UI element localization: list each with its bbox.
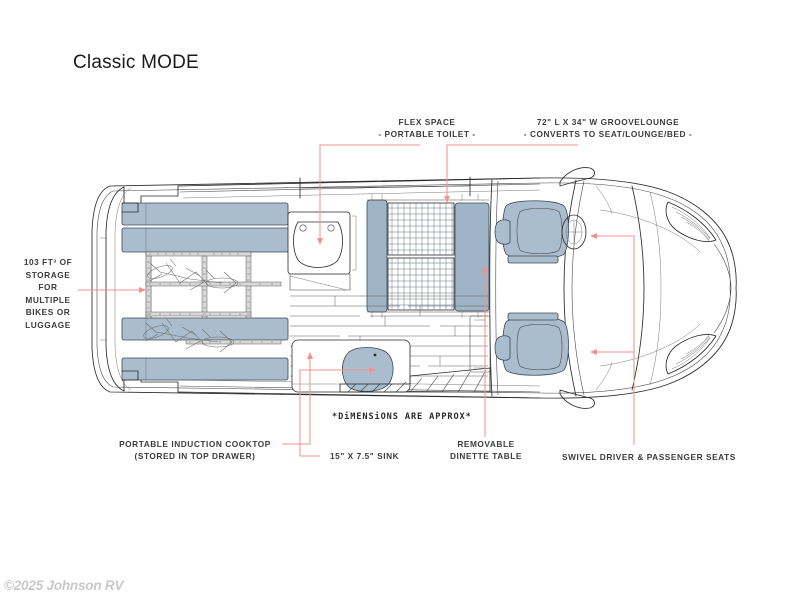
bench-mesh-texture [388,203,454,310]
callout-dinette-line1: REMOVABLE [457,439,515,449]
callout-swivel-seats: SWIVEL DRIVER & PASSENGER SEATS [562,452,736,464]
groovelounge-bench [366,194,490,318]
callout-dinette-line2: DINETTE TABLE [450,450,522,461]
callout-sink-line1: 15" X 7.5" SINK [330,451,400,461]
callout-sink: 15" X 7.5" SINK [330,451,399,463]
callout-flex-space: FLEX SPACE - PORTABLE TOILET - [367,117,487,140]
sink-basin [341,347,394,392]
callout-flex-space-line1: FLEX SPACE [398,117,456,127]
page-title: Classic MODE [73,52,199,73]
callout-groovelounge-line2: - CONVERTS TO SEAT/LOUNGE/BED - [523,128,693,139]
bike-rack-rails [145,251,282,345]
callout-storage: 103 FT³ OF STORAGE FOR MULTIPLE BIKES OR… [16,256,80,332]
bike-upper [147,258,239,294]
leader-lines [78,144,635,457]
callout-storage-line2: STORAGE [25,269,71,280]
copyright-footer: ©2025 Johnson RV [4,578,124,593]
callout-cooktop-line1: PORTABLE INDUCTION COOKTOP [119,439,271,449]
callout-groovelounge: 72" L X 34" W GROOVELOUNGE - CONVERTS TO… [508,117,708,140]
swivel-seat-lower [494,312,569,376]
bike-lower [143,317,235,353]
callout-storage-line1: 103 FT³ OF [23,257,73,267]
removable-dinette-table [469,315,491,373]
callout-storage-line5: BIKES OR [25,307,71,318]
dimensions-approx-note: *DiMENSiONS ARE APPROX* [332,412,472,422]
rear-storage-zone [121,202,291,381]
callout-storage-line4: MULTIPLE [25,294,71,305]
galley-counter [291,339,411,393]
callout-storage-line6: LUGGAGE [25,319,71,330]
callout-cooktop-line2: (STORED IN TOP DRAWER) [134,450,256,461]
callout-cooktop: PORTABLE INDUCTION COOKTOP (STORED IN TO… [108,439,282,462]
callout-dinette: REMOVABLE DINETTE TABLE [438,439,534,462]
swivel-seats [494,200,587,376]
callout-flex-space-line2: - PORTABLE TOILET - [378,128,476,139]
callout-groovelounge-line1: 72" L X 34" W GROOVELOUNGE [536,117,680,127]
steering-wheel [561,214,587,250]
callout-storage-line3: FOR [38,282,58,293]
leader-arrowheads [139,196,597,373]
swivel-seat-upper [494,200,587,264]
callout-swivel-seats-line1: SWIVEL DRIVER & PASSENGER SEATS [562,452,736,462]
portable-toilet-flex-space [287,211,357,291]
